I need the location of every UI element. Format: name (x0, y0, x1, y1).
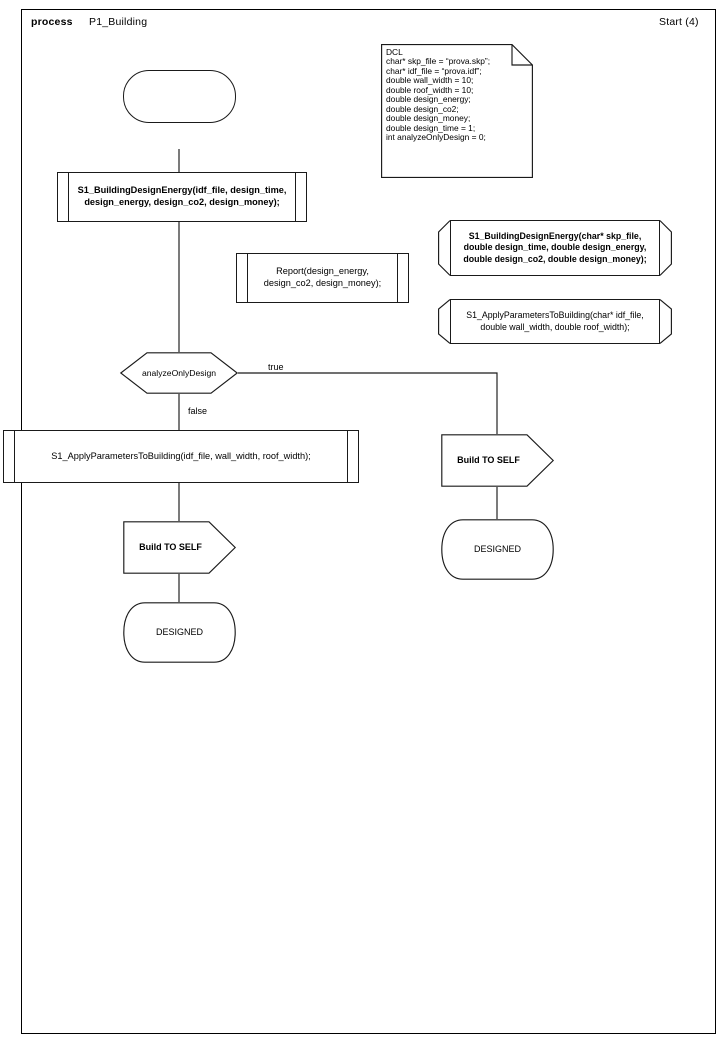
signal-shape (123, 521, 237, 574)
decision-label: analyzeOnlyDesign (141, 367, 217, 378)
signal-build-to-self-right[interactable]: Build TO SELF (441, 434, 555, 487)
signal-build-to-self-left[interactable]: Build TO SELF (123, 521, 237, 574)
call-apply-parameters-label: S1_ApplyParametersToBuilding(idf_file, w… (51, 450, 311, 461)
annotation-wings (438, 299, 672, 344)
decision-analyze-only-design[interactable]: analyzeOnlyDesign (119, 352, 239, 394)
call-report-label: Report(design_energy, design_co2, design… (263, 266, 382, 288)
note-shape (381, 44, 533, 178)
annotation-apply-parameters-label: S1_ApplyParametersToBuilding(char* idf_f… (466, 309, 644, 332)
signal-build-to-self-left-label: Build TO SELF (139, 541, 202, 552)
call-report[interactable]: Report(design_energy, design_co2, design… (236, 253, 409, 303)
annotation-body (450, 220, 660, 276)
subroutine-bar-right (346, 431, 348, 482)
state-designed-right-label: DESIGNED (473, 543, 521, 554)
start-node-label (124, 71, 235, 122)
subroutine-bar-right (396, 254, 398, 302)
subroutine-bar-left (68, 173, 70, 221)
call-apply-parameters-to-building[interactable]: S1_ApplyParametersToBuilding(idf_file, w… (3, 430, 359, 483)
call-building-design-energy-label: S1_BuildingDesignEnergy(idf_file, design… (77, 185, 287, 207)
signal-shape (441, 434, 555, 487)
subroutine-bar-left (247, 254, 249, 302)
subroutine-bar-right (294, 173, 296, 221)
diamond-shape (119, 352, 239, 394)
signal-build-to-self-right-label: Build TO SELF (457, 454, 520, 465)
header-diagram-name: P1_Building (89, 16, 148, 28)
annotation-body (450, 299, 660, 344)
state-designed-right[interactable]: DESIGNED (441, 519, 554, 580)
state-shape (123, 602, 236, 663)
declaration-note-text: DCL char* skp_file = “prova.skp”; char* … (386, 47, 491, 143)
annotation-apply-parameters-signature: S1_ApplyParametersToBuilding(char* idf_f… (438, 299, 672, 344)
annotation-building-design-energy-label: S1_BuildingDesignEnergy(char* skp_file, … (463, 230, 647, 264)
header-start-label: Start (4) (659, 16, 699, 28)
state-shape (441, 519, 554, 580)
state-designed-left[interactable]: DESIGNED (123, 602, 236, 663)
call-building-design-energy[interactable]: S1_BuildingDesignEnergy(idf_file, design… (57, 172, 307, 222)
edge-label-true: true (268, 362, 284, 372)
annotation-building-design-energy-signature: S1_BuildingDesignEnergy(char* skp_file, … (438, 220, 672, 276)
header-kind-label: process (31, 16, 73, 28)
annotation-wings (438, 220, 672, 276)
start-node[interactable] (123, 70, 236, 123)
state-designed-left-label: DESIGNED (155, 626, 203, 637)
edge-label-false: false (188, 406, 208, 416)
subroutine-bar-left (14, 431, 16, 482)
declaration-note: DCL char* skp_file = “prova.skp”; char* … (381, 44, 533, 178)
